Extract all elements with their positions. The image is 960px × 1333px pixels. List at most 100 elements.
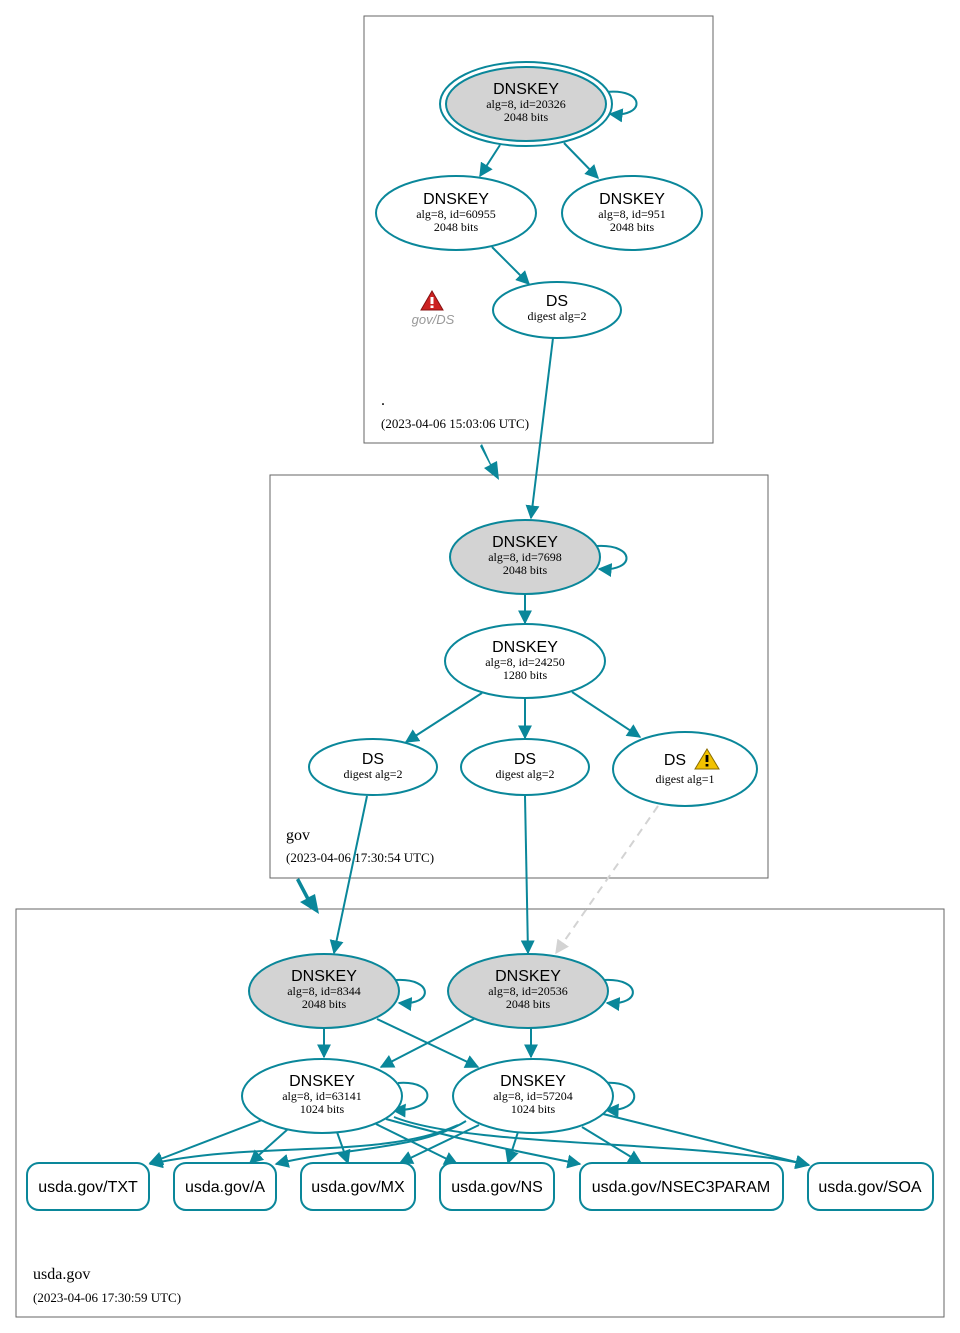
- node-root-zsk2-line1: alg=8, id=951: [598, 207, 666, 221]
- node-gov-ds1-line1: digest alg=2: [343, 767, 402, 781]
- edge-zsk2-mx: [398, 1124, 480, 1164]
- rrset-txt[interactable]: usda.gov/TXT: [26, 1162, 150, 1211]
- node-root-ds[interactable]: DS digest alg=2: [492, 281, 622, 339]
- delegation-arrow-gov-usda: [296, 878, 319, 914]
- edge-gov-zsk-ds3: [571, 691, 642, 738]
- rrset-soa-label: usda.gov/SOA: [818, 1179, 922, 1196]
- node-root-ksk-inner: [445, 66, 607, 142]
- rrset-a[interactable]: usda.gov/A: [173, 1162, 277, 1211]
- node-root-zsk1-line1: alg=8, id=60955: [416, 207, 496, 221]
- node-root-zsk1[interactable]: DNSKEY alg=8, id=60955 2048 bits: [375, 175, 537, 251]
- zone-name-usda: usda.gov: [33, 1266, 90, 1283]
- node-gov-ksk-title: DNSKEY: [492, 534, 558, 551]
- edge-zsk1-soa: [393, 1116, 811, 1170]
- zone-name-gov: gov: [286, 827, 310, 844]
- node-root-zsk1-line2: 2048 bits: [434, 220, 479, 234]
- edge-usda-ksk1-self: [395, 978, 426, 1012]
- node-root-ksk-line1: alg=8, id=20326: [486, 97, 566, 111]
- node-usda-zsk1[interactable]: DNSKEY alg=8, id=63141 1024 bits: [241, 1058, 403, 1134]
- rrset-ns-label: usda.gov/NS: [451, 1179, 543, 1196]
- node-usda-zsk1-line2: 1024 bits: [300, 1102, 345, 1116]
- edge-gov-ds2-usda-ksk2: [520, 795, 535, 955]
- edge-zsk2-nsec3param: [581, 1126, 643, 1164]
- node-gov-ds3[interactable]: DS digest alg=1: [612, 731, 758, 807]
- node-gov-ds3-title: DS: [664, 752, 686, 769]
- node-root-ksk-line2: 2048 bits: [504, 110, 549, 124]
- node-gov-ksk-line1: alg=8, id=7698: [488, 550, 562, 564]
- edge-gov-ds1-usda-ksk1: [329, 795, 368, 955]
- zone-timestamp-root: (2023-04-06 15:03:06 UTC): [381, 416, 529, 431]
- node-usda-ksk1-title: DNSKEY: [291, 968, 357, 985]
- node-gov-zsk[interactable]: DNSKEY alg=8, id=24250 1280 bits: [444, 623, 606, 699]
- node-root-zsk2-title: DNSKEY: [599, 191, 665, 208]
- node-usda-zsk2-title: DNSKEY: [500, 1073, 566, 1090]
- edge-root-ds-gov-ksk: [525, 337, 554, 520]
- node-usda-ksk2-title: DNSKEY: [495, 968, 561, 985]
- node-usda-ksk1[interactable]: DNSKEY alg=8, id=8344 2048 bits: [248, 953, 400, 1029]
- edge-root-ksk-zsk2: [563, 142, 599, 180]
- node-usda-zsk2-line1: alg=8, id=57204: [493, 1089, 573, 1103]
- node-gov-ds2-title: DS: [514, 751, 536, 768]
- warning-triangle-icon: [694, 748, 720, 770]
- node-root-ds-line1: digest alg=2: [527, 309, 586, 323]
- edge-zsk1-nsec3param: [385, 1118, 582, 1169]
- node-gov-ds2[interactable]: DS digest alg=2: [460, 738, 590, 796]
- edge-zsk2-txt: [148, 1124, 459, 1169]
- node-usda-zsk1-title: DNSKEY: [289, 1073, 355, 1090]
- rrset-ns[interactable]: usda.gov/NS: [439, 1162, 555, 1211]
- rrset-nsec3param[interactable]: usda.gov/NSEC3PARAM: [579, 1162, 784, 1211]
- node-usda-ksk1-line2: 2048 bits: [302, 997, 347, 1011]
- delegation-arrow-root-gov: [480, 444, 499, 480]
- edge-gov-ksk-self: [596, 544, 628, 577]
- node-gov-ksk-line2: 2048 bits: [503, 563, 548, 577]
- zone-timestamp-usda: (2023-04-06 17:30:59 UTC): [33, 1290, 181, 1305]
- node-gov-ds2-line1: digest alg=2: [495, 767, 554, 781]
- node-root-ksk[interactable]: DNSKEY alg=8, id=20326 2048 bits: [439, 61, 613, 147]
- node-gov-zsk-title: DNSKEY: [492, 639, 558, 656]
- node-root-ksk-title: DNSKEY: [493, 81, 559, 98]
- error-triangle-icon: [420, 290, 444, 311]
- rrset-nsec3param-label: usda.gov/NSEC3PARAM: [592, 1179, 770, 1196]
- node-root-zsk2-line2: 2048 bits: [610, 220, 655, 234]
- node-usda-ksk2[interactable]: DNSKEY alg=8, id=20536 2048 bits: [447, 953, 609, 1029]
- node-gov-ds1-title: DS: [362, 751, 384, 768]
- edge-gov-zsk-ds1: [404, 692, 483, 743]
- node-gov-ds1[interactable]: DS digest alg=2: [308, 738, 438, 796]
- edge-zsk1-ns: [375, 1123, 459, 1165]
- edge-usda-ksk2-self: [603, 978, 634, 1012]
- zone-timestamp-gov: (2023-04-06 17:30:54 UTC): [286, 850, 434, 865]
- edge-zsk1-a: [248, 1128, 289, 1164]
- edge-root-zsk1-ds: [491, 246, 530, 285]
- rrset-a-label: usda.gov/A: [185, 1179, 265, 1196]
- edge-usda-zsk2-self: [603, 1081, 636, 1118]
- node-usda-zsk1-line1: alg=8, id=63141: [282, 1089, 362, 1103]
- node-usda-ksk2-line2: 2048 bits: [506, 997, 551, 1011]
- warning-label-gov-ds: gov/DS: [412, 312, 455, 327]
- node-gov-ds3-line1: digest alg=1: [655, 772, 714, 786]
- edge-usda-zsk1-self: [391, 1081, 429, 1118]
- edge-zsk2-a: [274, 1120, 467, 1168]
- zone-name-root: .: [381, 392, 385, 409]
- rrset-mx-label: usda.gov/MX: [311, 1179, 405, 1196]
- node-usda-zsk2-line2: 1024 bits: [511, 1102, 556, 1116]
- edge-zsk1-txt: [148, 1119, 263, 1166]
- rrset-mx[interactable]: usda.gov/MX: [300, 1162, 416, 1211]
- node-root-zsk2[interactable]: DNSKEY alg=8, id=951 2048 bits: [561, 175, 703, 251]
- node-root-ds-title: DS: [546, 293, 568, 310]
- node-gov-ksk[interactable]: DNSKEY alg=8, id=7698 2048 bits: [449, 519, 601, 595]
- edge-usda-ksk2-zsk1: [379, 1018, 475, 1068]
- edge-root-ksk-zsk1: [479, 144, 501, 178]
- node-usda-zsk2[interactable]: DNSKEY alg=8, id=57204 1024 bits: [452, 1058, 614, 1134]
- node-gov-zsk-line2: 1280 bits: [503, 668, 548, 682]
- node-usda-ksk1-line1: alg=8, id=8344: [287, 984, 361, 998]
- edge-zsk2-soa: [602, 1113, 810, 1169]
- edge-root-ksk-self: [605, 90, 638, 123]
- edge-gov-ds3-usda-ksk2: [555, 805, 659, 955]
- node-gov-zsk-line1: alg=8, id=24250: [485, 655, 565, 669]
- node-usda-ksk2-line1: alg=8, id=20536: [488, 984, 568, 998]
- edge-zsk2-ns: [505, 1131, 519, 1165]
- rrset-txt-label: usda.gov/TXT: [38, 1179, 138, 1196]
- node-root-zsk1-title: DNSKEY: [423, 191, 489, 208]
- rrset-soa[interactable]: usda.gov/SOA: [807, 1162, 934, 1211]
